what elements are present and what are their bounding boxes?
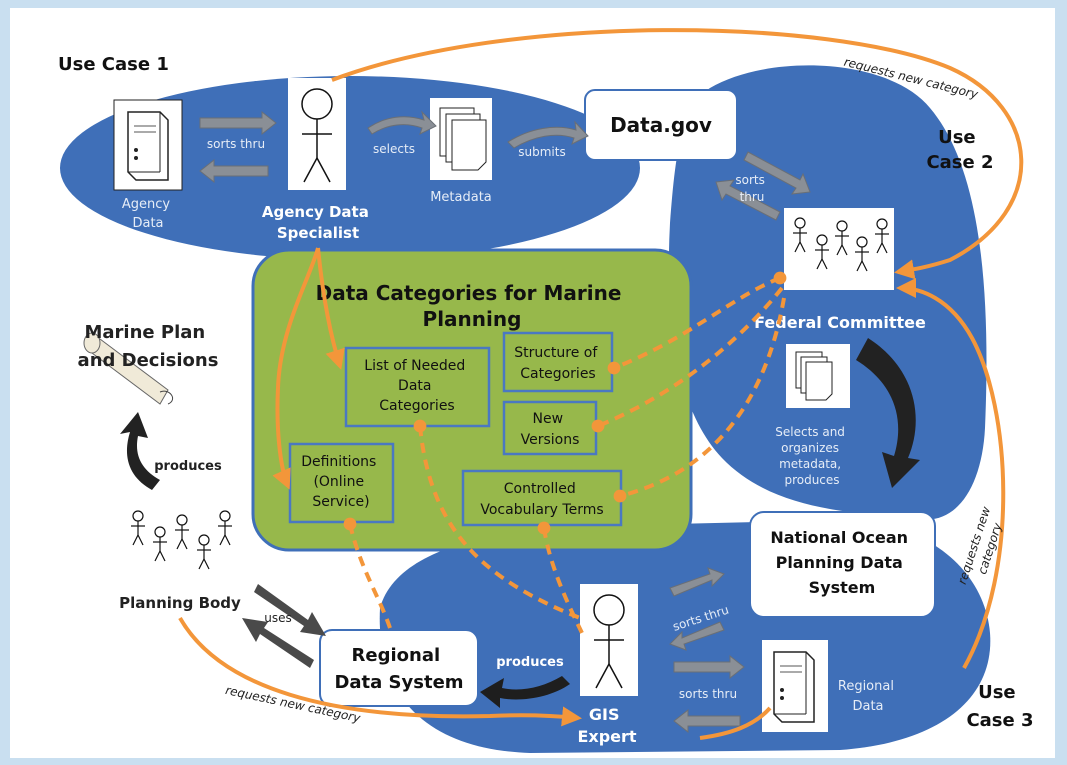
agency-server-icon	[113, 99, 183, 191]
diagram-canvas: Data Categories for Marine Planning List…	[58, 28, 1034, 753]
planning-body-icon	[131, 510, 232, 570]
fc-produces-arrow	[856, 338, 920, 488]
label-selects: selects	[373, 142, 415, 156]
gis-expert-label: GIS Expert	[577, 705, 636, 746]
svg-text:Regional Data System: Regional Data System	[334, 645, 463, 693]
metadata-icon	[430, 98, 492, 180]
regional-data-label: Regional Data	[838, 679, 898, 714]
use-case-2-label: Use Case 2	[926, 127, 993, 173]
dashed-connectors	[343, 271, 787, 634]
central-title: Data Categories for Marine Planning	[316, 281, 629, 331]
label-sorts-thru-2: sorts thru	[735, 173, 768, 204]
data-gov-node: Data.gov	[584, 89, 738, 161]
gis-produces-arrow	[480, 676, 570, 708]
use-case-1-label: Use Case 1	[58, 54, 169, 75]
planning-body-label: Planning Body	[119, 594, 241, 612]
label-submits: submits	[518, 145, 565, 159]
svg-text:Definitions (Online: Definitions (Online Service)	[301, 454, 381, 510]
marine-plan-scroll-icon	[83, 332, 173, 405]
box-structure: Structure of Categories	[502, 331, 614, 393]
orange-connectors	[178, 28, 1024, 740]
gis-expert-icon	[580, 584, 638, 696]
use-case-3-label: Use Case 3	[966, 682, 1033, 731]
national-ocean-node: National Ocean Planning Data System	[749, 511, 936, 618]
federal-committee-icon	[784, 208, 894, 290]
box-controlled-vocabulary: Controlled Vocabulary Terms	[461, 469, 623, 527]
diagram-frame: Data Categories for Marine Planning List…	[10, 8, 1055, 758]
label-sorts-thru-1: sorts thru	[207, 137, 265, 151]
svg-text:New Versions: New Versions	[521, 411, 580, 448]
marine-plan-label: Marine Plan and Decisions	[78, 322, 219, 371]
produces-arrow-up	[120, 412, 160, 490]
regional-server-icon	[762, 640, 828, 732]
box-new-versions: New Versions	[502, 400, 598, 456]
agency-data-label: Agency Data	[122, 197, 174, 231]
box-needed-categories: List of Needed Data Categories	[344, 346, 491, 428]
agency-specialist-label: Agency Data Specialist	[262, 203, 374, 242]
gray-flow-arrows	[199, 110, 811, 734]
regional-system-node: Regional Data System	[319, 629, 479, 707]
label-sorts-thru-4: sorts thru	[679, 687, 737, 701]
svg-text:Data.gov: Data.gov	[610, 113, 712, 137]
svg-text:Controlled Vocabulary Te: Controlled Vocabulary Terms	[480, 481, 603, 518]
uses-arrows	[242, 584, 326, 668]
box-definitions: Definitions (Online Service)	[288, 442, 395, 524]
fc-documents-icon	[786, 344, 850, 408]
svg-text:National Ocean Planning: National Ocean Planning Data System	[770, 528, 913, 597]
fc-action-label: Selects and organizes metadata, produces	[775, 425, 849, 487]
metadata-label: Metadata	[430, 190, 492, 205]
produces-label: produces	[154, 459, 222, 474]
gis-produces-label: produces	[496, 655, 564, 670]
agency-specialist-icon	[288, 78, 346, 190]
federal-committee-label: Federal Committee	[754, 313, 926, 332]
uses-label: uses	[264, 611, 292, 625]
svg-text:Structure of Categories: Structure of Categories	[514, 345, 602, 382]
svg-text:List of Needed Data: List of Needed Data Categories	[364, 358, 469, 414]
